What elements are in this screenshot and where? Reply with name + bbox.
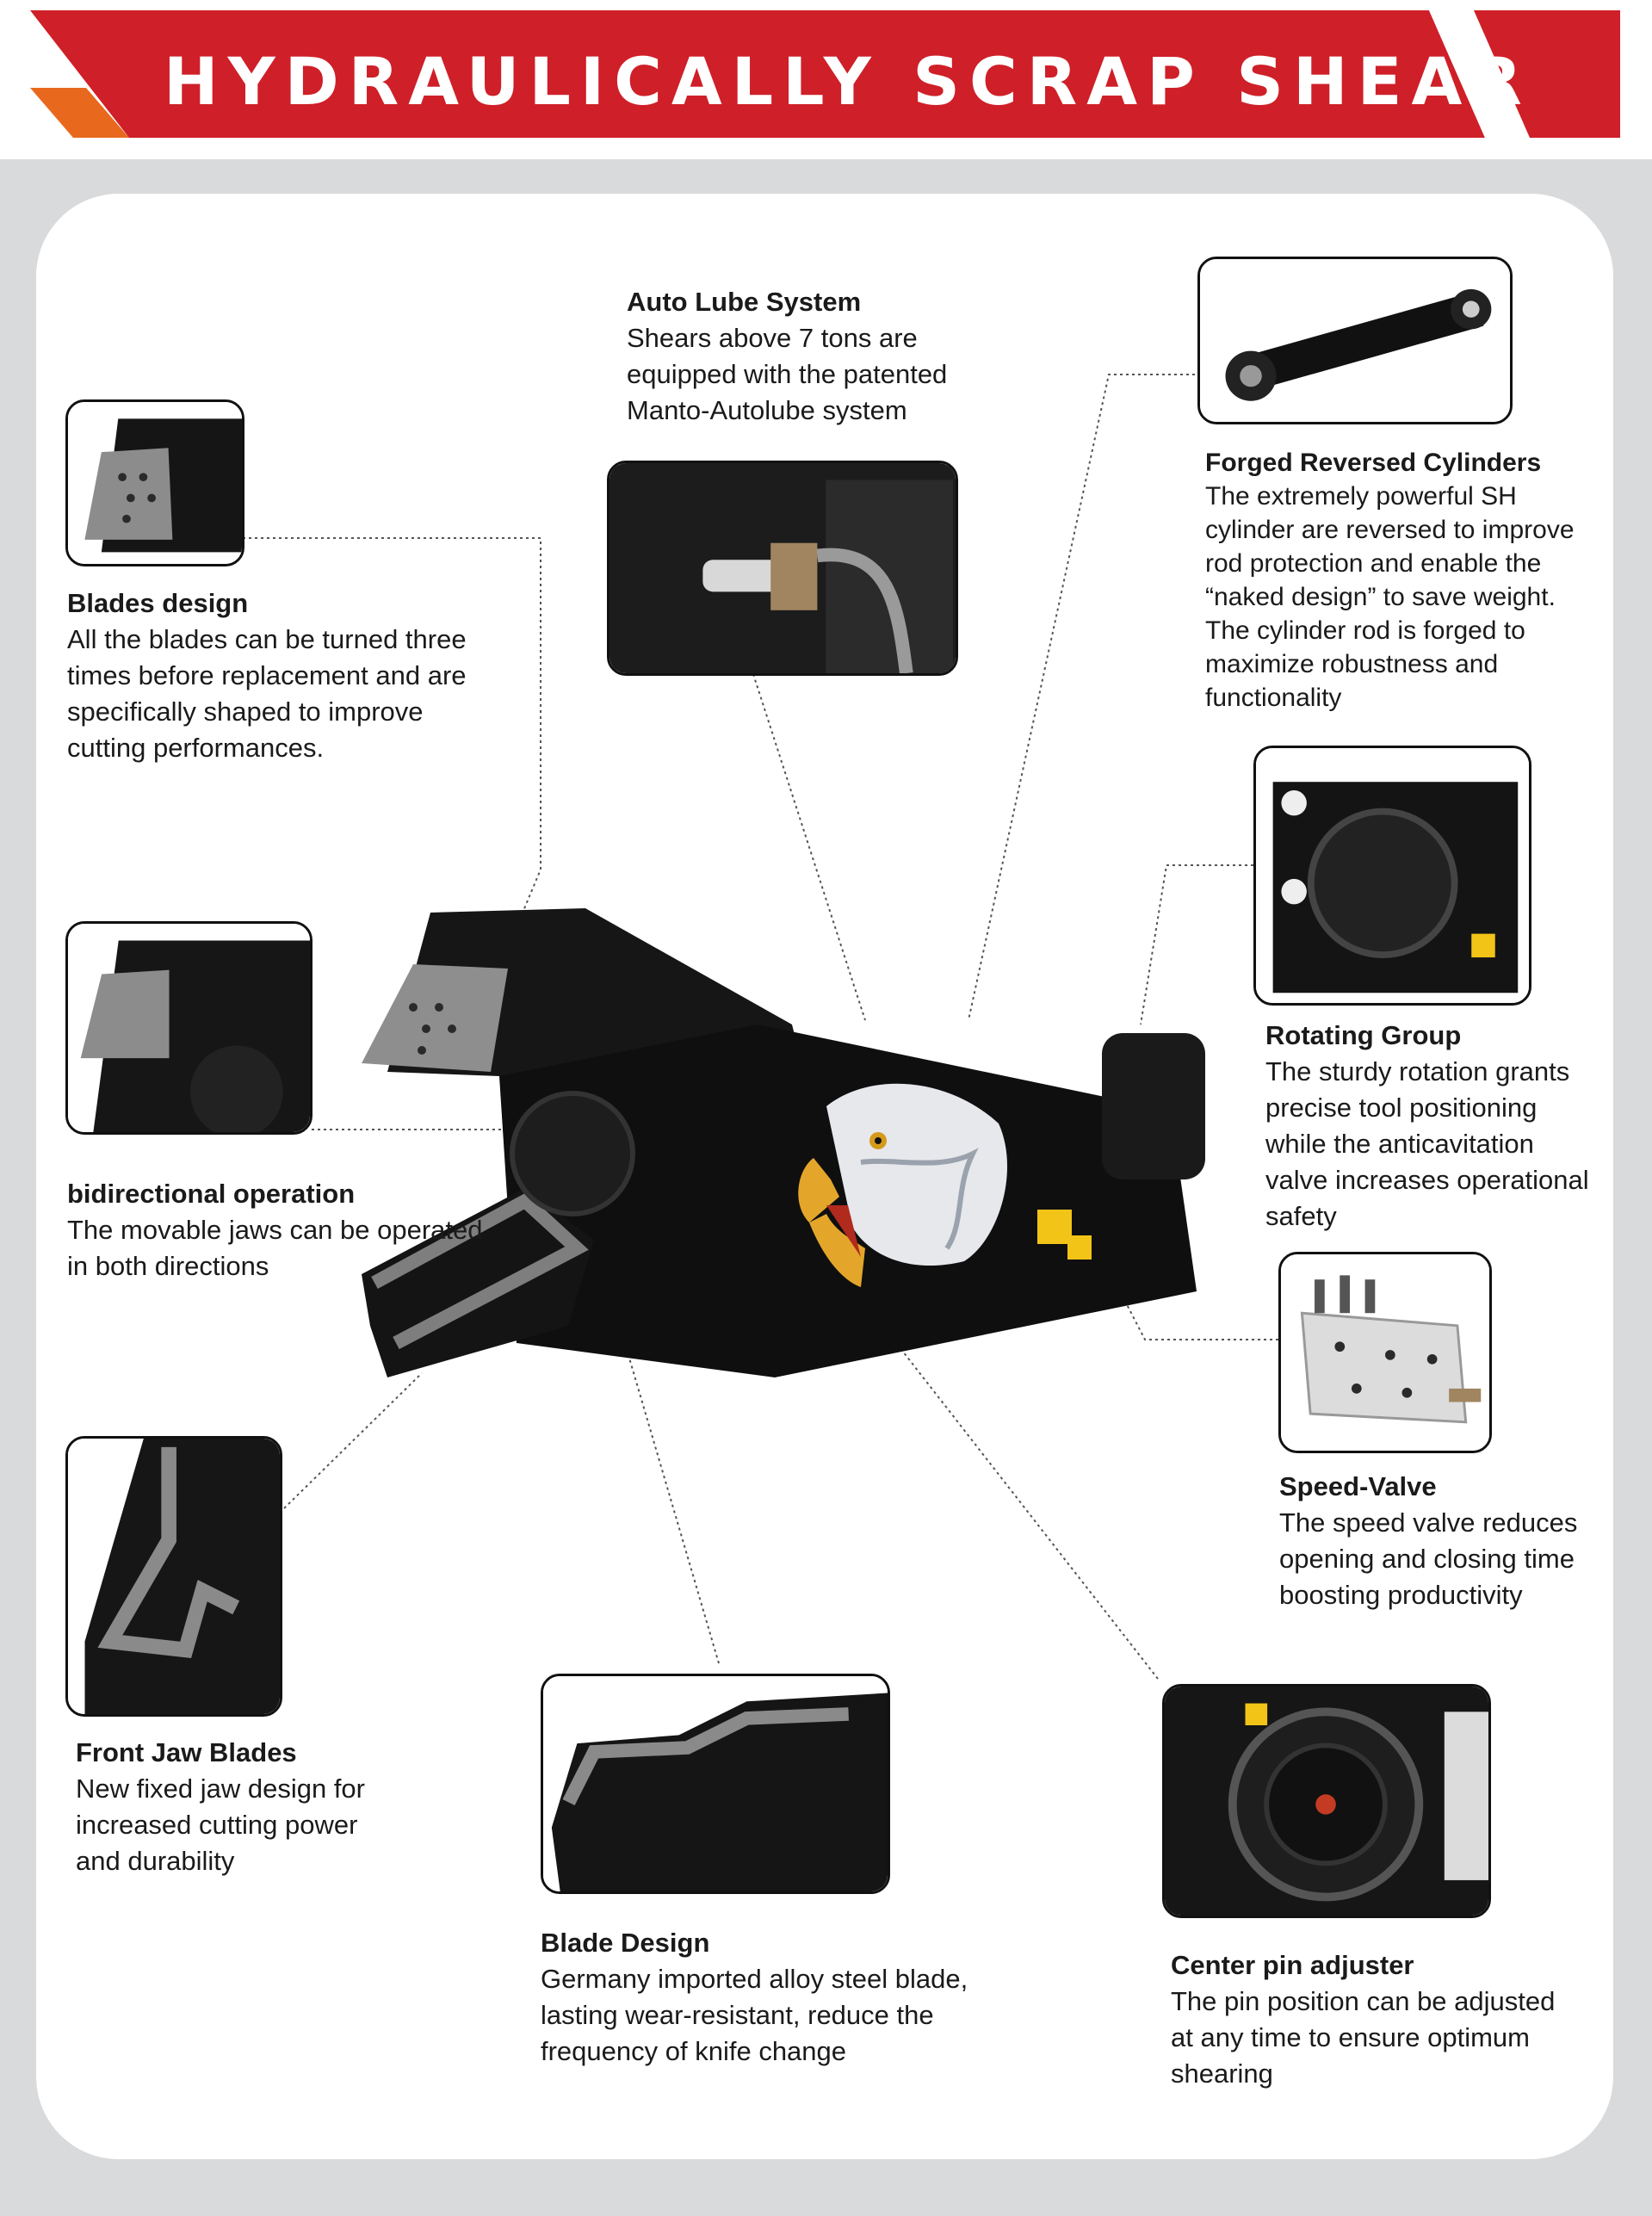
leader-speed-valve: [1092, 1239, 1278, 1340]
forged-cylinders-text: The extremely powerful SH cylinder are r…: [1205, 482, 1575, 712]
forged-cylinders-photo: [1197, 257, 1513, 424]
auto-lube-caption: Auto Lube System Shears above 7 tons are…: [627, 284, 997, 429]
center-pin-title: Center pin adjuster: [1171, 1950, 1414, 1980]
bidirectional-photo: [65, 921, 312, 1135]
auto-lube-photo: [607, 461, 958, 676]
center-pin-text: The pin position can be adjusted at any …: [1171, 1986, 1556, 2089]
rotating-group-title: Rotating Group: [1265, 1020, 1462, 1050]
front-jaw-caption: Front Jaw Blades New fixed jaw design fo…: [76, 1735, 480, 1879]
pivot-pin: [510, 1091, 635, 1216]
lower-blade-edge: [371, 1192, 589, 1350]
blade-design-text: Germany imported alloy steel blade, last…: [541, 1964, 968, 2066]
banner-red-ribbon: [30, 10, 1485, 138]
bidirectional-title: bidirectional operation: [67, 1179, 356, 1209]
banner-red-tail: [1472, 10, 1620, 138]
rotating-group-text: The sturdy rotation grants precise tool …: [1265, 1056, 1589, 1231]
warning-label-2: [1067, 1235, 1092, 1260]
front-jaw-text: New fixed jaw design for increased cutti…: [76, 1773, 365, 1876]
scrap-shear-machine: [362, 908, 1205, 1377]
auto-lube-text: Shears above 7 tons are equipped with th…: [627, 323, 948, 425]
blade-design-caption: Blade Design Germany imported alloy stee…: [541, 1925, 1023, 2070]
eagle-head-decal: [798, 1083, 1008, 1287]
front-jaw-photo: [65, 1436, 282, 1717]
bidirectional-caption: bidirectional operation The movable jaws…: [67, 1176, 549, 1284]
leader-front-jaw: [283, 1372, 423, 1509]
upper-blade-plate: [362, 964, 508, 1072]
leader-rotating: [1140, 864, 1253, 1025]
banner-orange-accent: [30, 88, 129, 138]
leader-auto-lube: [752, 673, 866, 1021]
blades-design-caption: Blades design All the blades can be turn…: [67, 585, 549, 766]
blades-design-text: All the blades can be turned three times…: [67, 624, 467, 763]
blades-design-title: Blades design: [67, 588, 249, 618]
speed-valve-text: The speed valve reduces opening and clos…: [1279, 1507, 1578, 1610]
rotator-housing: [1102, 1033, 1205, 1179]
blade-design-title: Blade Design: [541, 1928, 710, 1958]
speed-valve-caption: Speed-Valve The speed valve reduces open…: [1279, 1469, 1624, 1613]
leader-blade-design: [619, 1325, 720, 1664]
leader-cylinders: [968, 374, 1201, 1021]
speed-valve-title: Speed-Valve: [1279, 1471, 1437, 1501]
bidirectional-text: The movable jaws can be operated in both…: [67, 1215, 483, 1281]
rotating-group-caption: Rotating Group The sturdy rotation grant…: [1265, 1018, 1618, 1235]
blade-design-photo: [541, 1674, 890, 1894]
title-banner: [30, 10, 1620, 138]
forged-cylinders-title: Forged Reversed Cylinders: [1205, 449, 1542, 477]
center-pin-caption: Center pin adjuster The pin position can…: [1171, 1947, 1601, 2092]
center-pin-photo: [1162, 1684, 1491, 1918]
rotating-group-photo: [1253, 746, 1531, 1006]
speed-valve-photo: [1278, 1252, 1492, 1453]
page-title: HYDRAULICALLY SCRAP SHEAR: [164, 43, 1531, 120]
banner-white-cut: [1429, 10, 1530, 138]
blades-design-photo: [65, 399, 244, 566]
auto-lube-title: Auto Lube System: [627, 287, 862, 317]
warning-label: [1037, 1210, 1072, 1244]
front-jaw-title: Front Jaw Blades: [76, 1737, 297, 1767]
forged-cylinders-caption: Forged Reversed Cylinders The extremely …: [1205, 446, 1610, 715]
